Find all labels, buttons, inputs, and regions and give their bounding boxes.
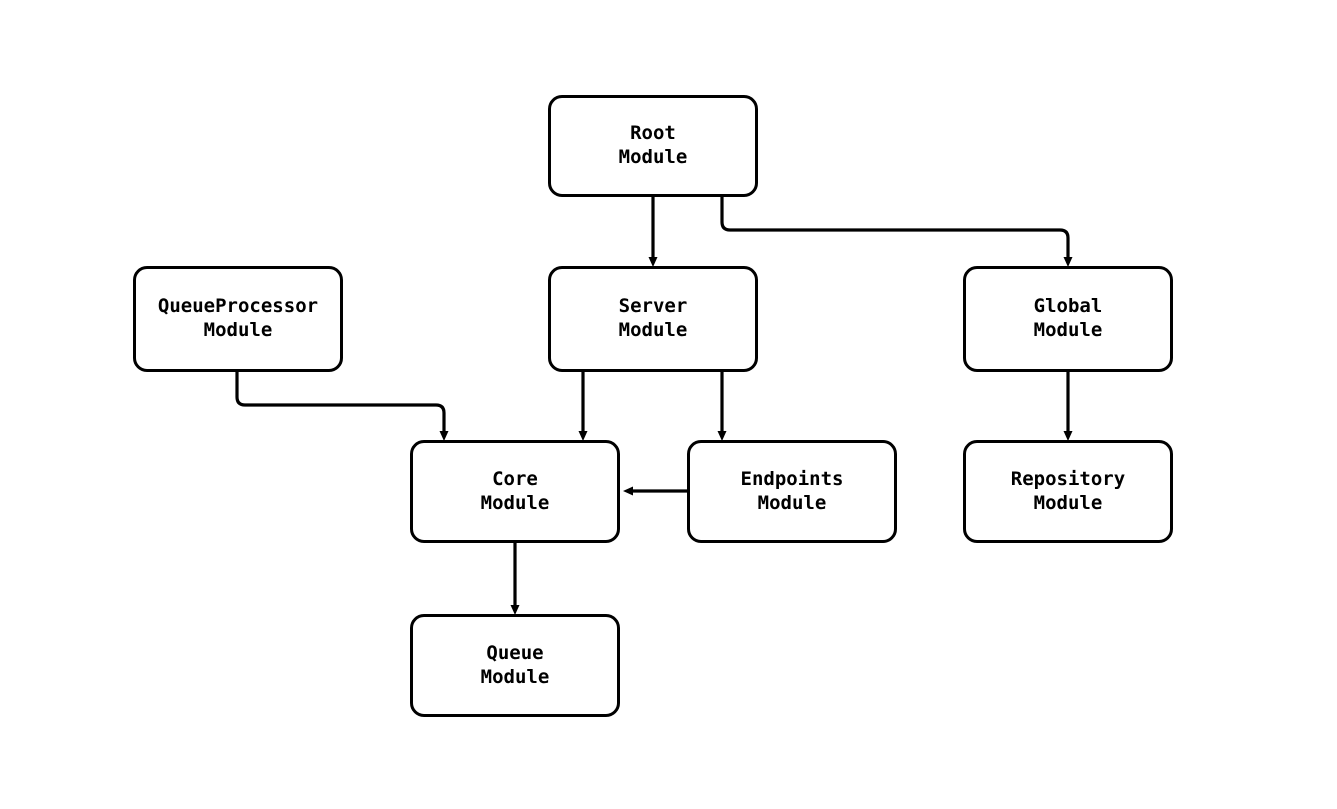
node-label-server: Server Module [618,295,688,341]
node-root[interactable]: Root Module [548,95,758,197]
node-label-global: Global Module [1033,295,1103,341]
node-core[interactable]: Core Module [410,440,620,543]
node-server[interactable]: Server Module [548,266,758,372]
node-endpoints[interactable]: Endpoints Module [687,440,897,543]
edge-root-to-global [720,197,1073,267]
node-label-repository: Repository Module [1010,467,1126,514]
node-label-queue: Queue Module [480,641,550,688]
node-label-endpoints: Endpoints Module [740,467,844,514]
node-queue[interactable]: Queue Module [410,614,620,717]
node-repository[interactable]: Repository Module [963,440,1173,543]
node-label-core: Core Module [480,467,550,514]
node-label-queueprocessor: QueueProcessor Module [157,295,319,341]
node-queueprocessor[interactable]: QueueProcessor Module [133,266,343,372]
node-label-root: Root Module [618,122,688,168]
node-global[interactable]: Global Module [963,266,1173,372]
edge-queueprocessor-to-core [235,372,449,441]
